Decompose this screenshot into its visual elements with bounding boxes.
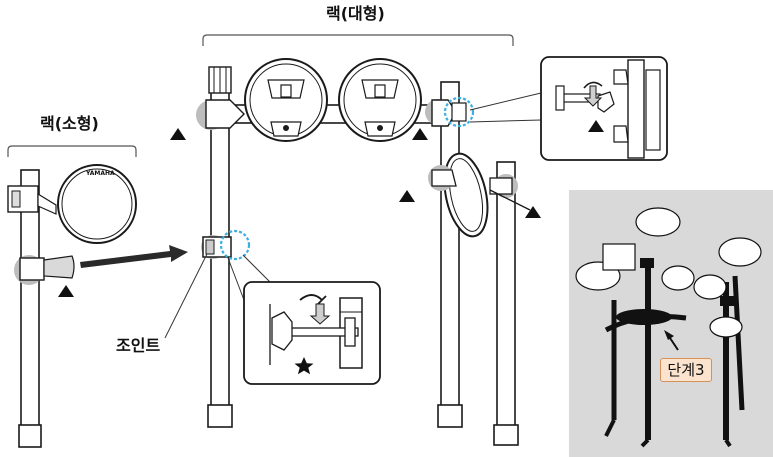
small-rack [7, 164, 137, 448]
joint-label: 조인트 [116, 336, 161, 355]
clamp-detail-inset [540, 56, 668, 161]
tom-pad-2 [338, 58, 422, 142]
joint-leader-line [164, 253, 208, 339]
tom-pad-1 [244, 58, 328, 142]
small-rack-foot [18, 424, 42, 448]
joint-detail-inset [243, 281, 381, 385]
triangle-marker-icon [412, 128, 428, 140]
right-vertical-pipe-front [440, 81, 460, 409]
highlight-circle-top [443, 96, 475, 128]
highlight-circle-joint [219, 229, 251, 261]
triangle-marker-icon [399, 190, 415, 202]
small-rack-joint [19, 257, 45, 281]
drum-kit-photo [569, 190, 773, 457]
triangle-marker-icon [170, 128, 186, 140]
triangle-marker-icon [58, 285, 74, 297]
side-pad [443, 152, 489, 238]
step-badge: 단계3 [660, 358, 712, 382]
small-rack-pad [57, 164, 137, 244]
large-rack [170, 58, 541, 446]
insert-arrow [80, 245, 188, 268]
rack-large-bracket [202, 34, 514, 46]
triangle-marker-icon [588, 120, 604, 132]
rotation-arrow-icon [299, 294, 327, 305]
rack-small-bracket [7, 145, 137, 157]
pad-brand-label: YAMAHA [86, 170, 115, 177]
triangle-marker-icon [525, 206, 541, 218]
rack-large-label: 랙(대형) [326, 4, 385, 23]
star-icon [294, 357, 314, 375]
rack-small-label: 랙(소형) [40, 114, 99, 133]
right-vertical-pipe-back [496, 161, 516, 433]
